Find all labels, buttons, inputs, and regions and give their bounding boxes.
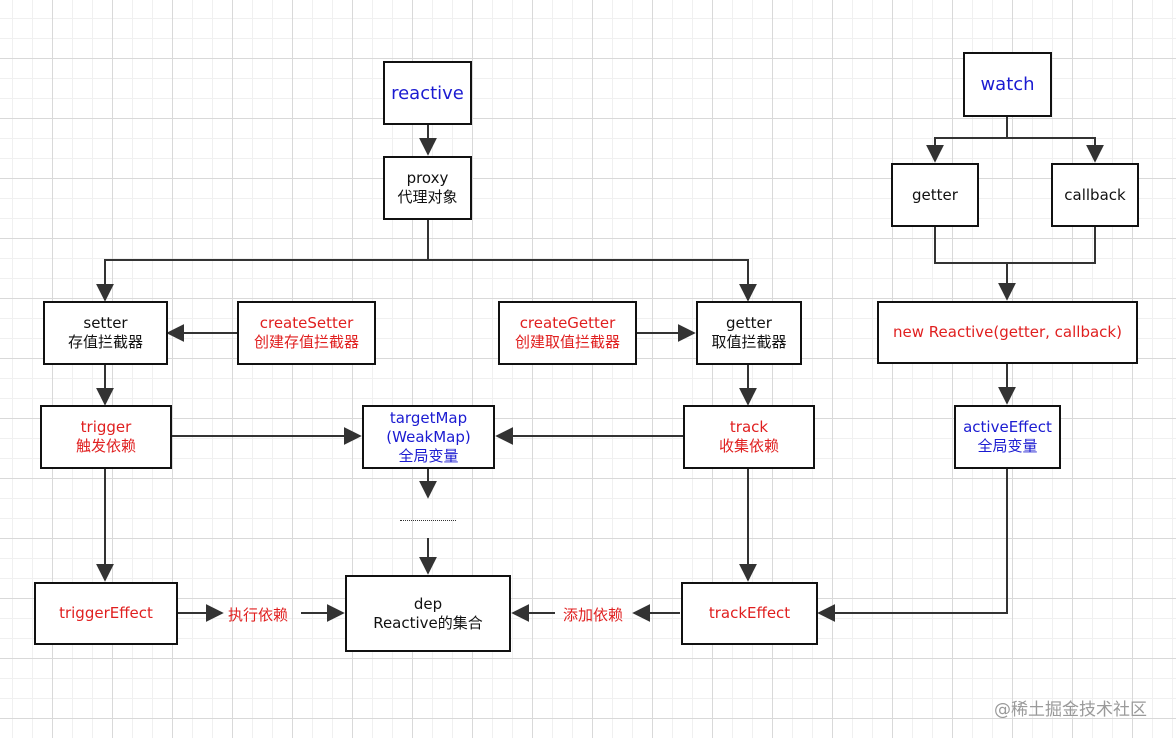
reactive-node: reactive bbox=[383, 61, 472, 125]
create-getter-node: createGetter 创建取值拦截器 bbox=[498, 301, 637, 365]
create-getter-label: createGetter bbox=[519, 314, 616, 332]
target-map-label: targetMap bbox=[389, 408, 468, 427]
getter-node: getter 取值拦截器 bbox=[696, 301, 802, 365]
execute-dependency-label: 执行依赖 bbox=[228, 606, 289, 624]
track-effect-node: trackEffect bbox=[681, 582, 818, 645]
target-map-node: targetMap (WeakMap) 全局变量 bbox=[362, 405, 495, 469]
trigger-sublabel: 触发依赖 bbox=[75, 437, 136, 455]
setter-sublabel: 存值拦截器 bbox=[67, 333, 143, 351]
proxy-node: proxy 代理对象 bbox=[383, 156, 472, 220]
watermark-text: @稀土掘金技术社区 bbox=[994, 700, 1147, 720]
create-setter-sublabel: 创建存值拦截器 bbox=[253, 333, 359, 351]
watch-node: watch bbox=[963, 52, 1052, 117]
active-effect-sublabel: 全局变量 bbox=[977, 437, 1038, 455]
new-reactive-node: new Reactive(getter, callback) bbox=[877, 301, 1138, 364]
setter-label: setter bbox=[83, 314, 128, 332]
watch-getter-label: getter bbox=[912, 185, 958, 204]
create-getter-sublabel: 创建取值拦截器 bbox=[514, 333, 620, 351]
track-label: track bbox=[729, 418, 769, 436]
track-sublabel: 收集依赖 bbox=[718, 437, 779, 455]
edge-watch-callback bbox=[1007, 137, 1104, 163]
ellipsis-divider bbox=[400, 520, 456, 521]
edge-watch-getter bbox=[926, 137, 1007, 163]
watch-getter-node: getter bbox=[891, 163, 979, 227]
trigger-effect-label: triggerEffect bbox=[59, 604, 153, 622]
getter-sublabel: 取值拦截器 bbox=[711, 333, 787, 351]
callback-label: callback bbox=[1064, 185, 1126, 204]
watch-label: watch bbox=[980, 74, 1035, 95]
track-node: track 收集依赖 bbox=[683, 405, 815, 469]
active-effect-node: activeEffect 全局变量 bbox=[954, 405, 1061, 469]
dep-node: dep Reactive的集合 bbox=[345, 575, 511, 652]
proxy-sublabel: 代理对象 bbox=[397, 188, 458, 206]
new-reactive-label: new Reactive(getter, callback) bbox=[893, 323, 1122, 341]
track-effect-label: trackEffect bbox=[708, 604, 791, 622]
create-setter-node: createSetter 创建存值拦截器 bbox=[237, 301, 376, 365]
edge-branch-setter bbox=[96, 259, 428, 302]
dep-sublabel: Reactive的集合 bbox=[373, 613, 483, 632]
edge-activeEffect-trackEffect bbox=[817, 469, 1008, 622]
target-map-type: (WeakMap) bbox=[386, 427, 471, 446]
callback-node: callback bbox=[1051, 163, 1139, 227]
getter-label: getter bbox=[726, 314, 772, 332]
dep-label: dep bbox=[413, 594, 443, 613]
reactive-label: reactive bbox=[391, 82, 464, 104]
trigger-effect-node: triggerEffect bbox=[34, 582, 178, 645]
trigger-label: trigger bbox=[80, 418, 132, 436]
target-map-sublabel: 全局变量 bbox=[398, 446, 459, 465]
edge-branch-getter bbox=[428, 259, 757, 302]
add-dependency-label: 添加依赖 bbox=[563, 606, 624, 624]
create-setter-label: createSetter bbox=[259, 314, 354, 332]
proxy-label: proxy bbox=[406, 169, 449, 187]
active-effect-label: activeEffect bbox=[963, 418, 1052, 436]
trigger-node: trigger 触发依赖 bbox=[40, 405, 172, 469]
edge-getter-merge bbox=[934, 227, 1096, 264]
setter-node: setter 存值拦截器 bbox=[43, 301, 168, 365]
